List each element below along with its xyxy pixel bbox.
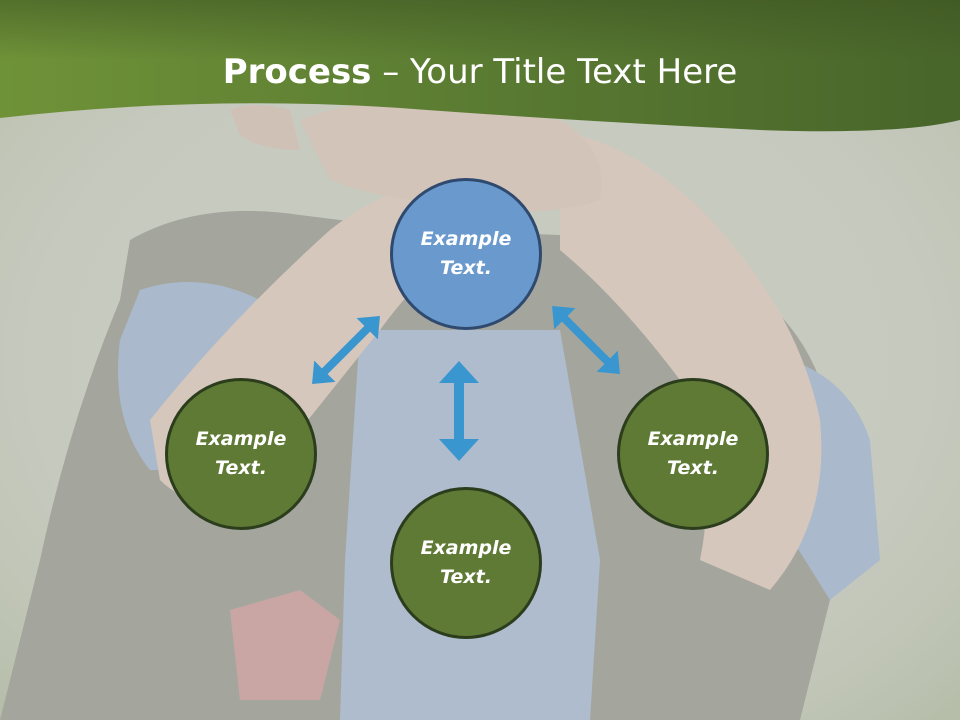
node-bottom-label: Example Text. xyxy=(420,537,512,588)
double-arrow-top-left xyxy=(312,316,380,384)
slide-title: Process – Your Title Text Here xyxy=(0,52,960,92)
title-bold: Process xyxy=(222,52,372,92)
node-right-label: Example Text. xyxy=(647,428,739,479)
node-top-label: Example Text. xyxy=(420,228,512,279)
node-right: Example Text. xyxy=(617,378,769,530)
node-top: Example Text. xyxy=(390,178,542,330)
title-rest: – Your Title Text Here xyxy=(371,52,738,92)
node-bottom: Example Text. xyxy=(390,487,542,639)
double-arrow-top-right xyxy=(552,306,620,374)
double-arrow-vertical xyxy=(439,361,479,461)
node-left: Example Text. xyxy=(165,378,317,530)
node-left-label: Example Text. xyxy=(195,428,287,479)
